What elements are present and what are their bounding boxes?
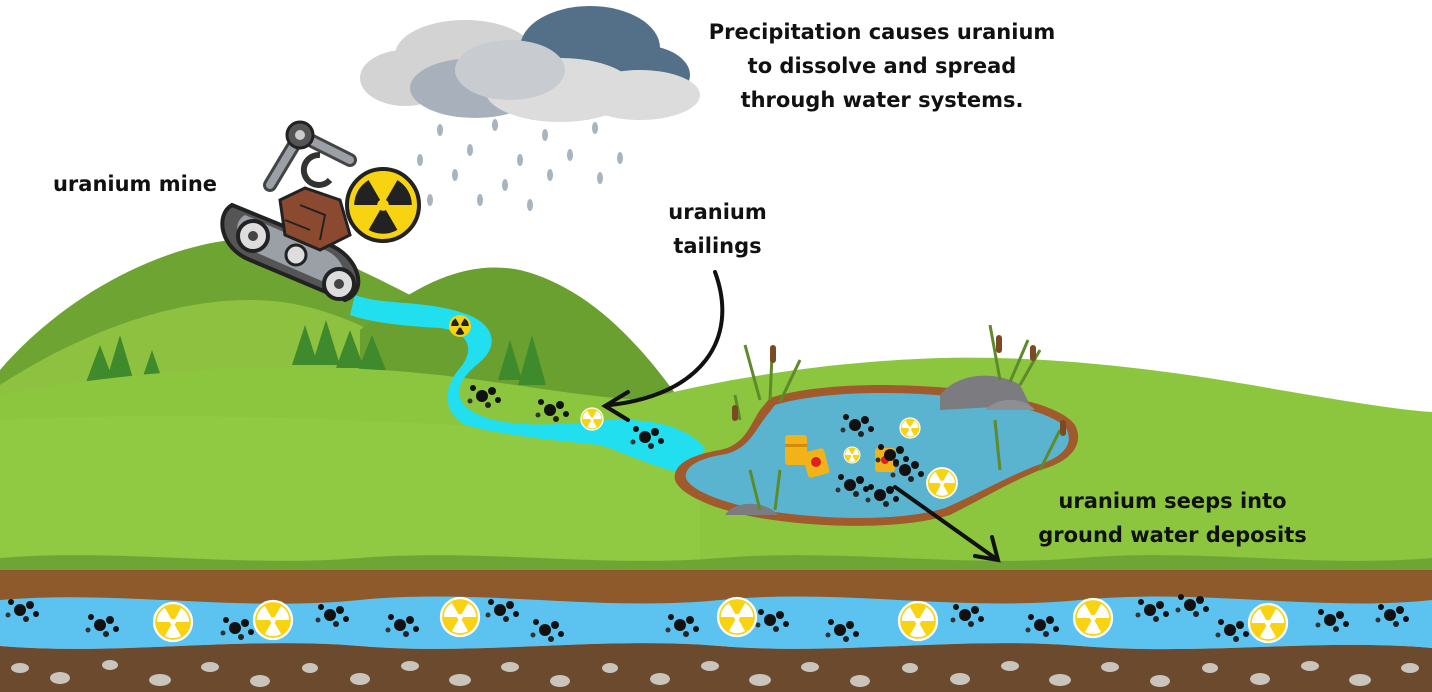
gravel-stones	[11, 660, 1419, 687]
precipitation-label: Precipitation causes uranium to dissolve…	[708, 20, 1056, 112]
mining-excavator-icon	[220, 120, 421, 303]
grass-shade	[0, 416, 700, 580]
topsoil-layer	[0, 562, 1432, 610]
tailings-stream	[350, 295, 705, 475]
rain-cloud-icon	[360, 6, 700, 122]
groundwater-aquifer	[0, 596, 1432, 650]
arrow-icon	[601, 270, 1001, 563]
uranium-mine-label: uranium mine	[52, 172, 218, 196]
groundwater-seep-label: uranium seeps into ground water deposits	[1038, 489, 1307, 547]
uranium-tailings-label: uranium tailings	[668, 200, 767, 258]
reeds	[733, 324, 1062, 511]
rain-drops	[417, 119, 623, 211]
